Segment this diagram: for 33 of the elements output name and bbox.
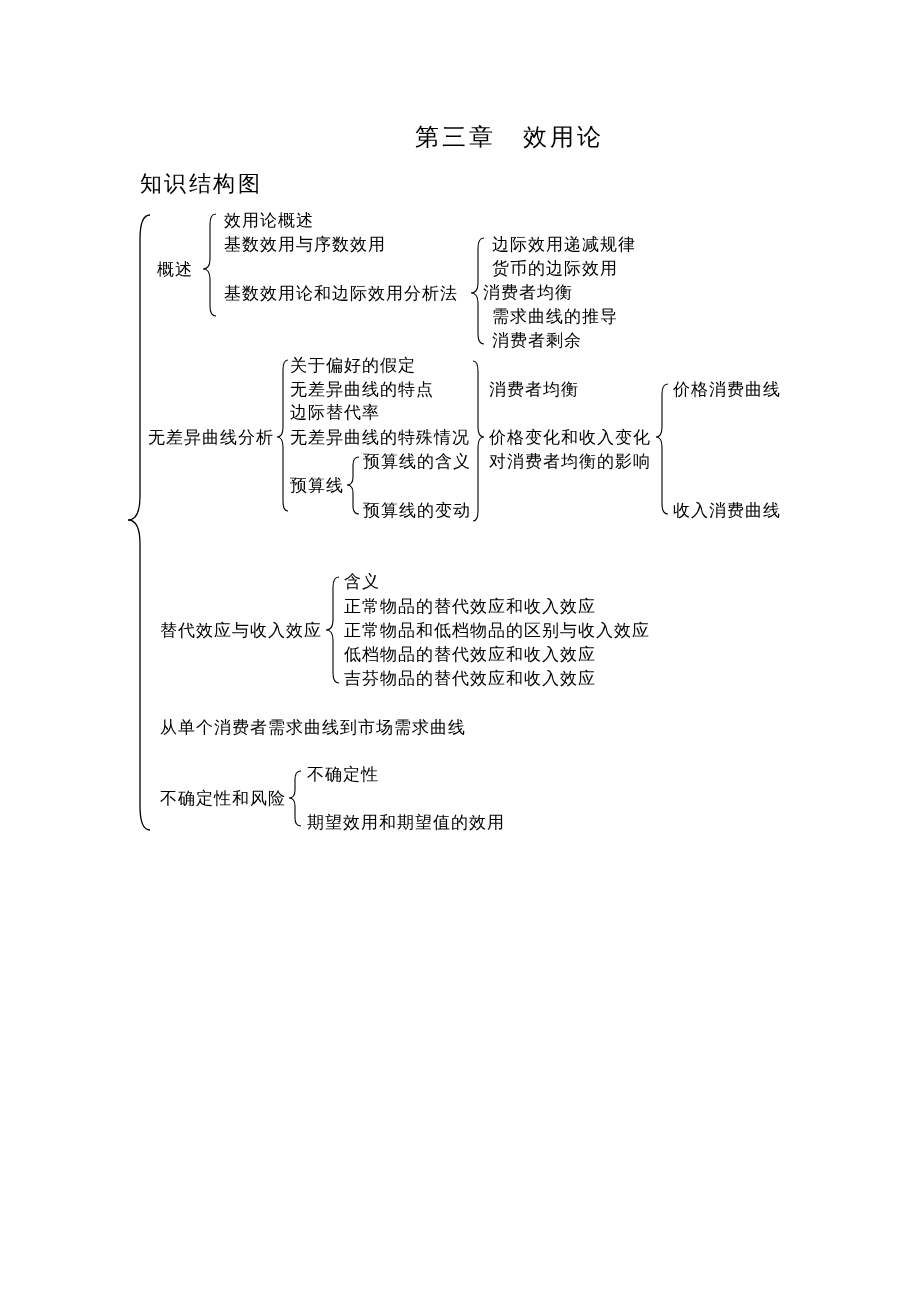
- subtopic-label: 期望效用和期望值的效用: [307, 812, 505, 832]
- subtopic-label: 正常物品的替代效应和收入效应: [344, 596, 596, 616]
- subtopic-label: 价格变化和收入变化对消费者均衡的影响: [489, 425, 654, 473]
- subtopic-label: 货币的边际效用: [492, 258, 618, 278]
- subtopic-label: 消费者均衡: [489, 379, 579, 399]
- page-title: 第三章 效用论: [415, 123, 604, 151]
- subtopic-label: 消费者均衡: [483, 282, 573, 302]
- subtopic-label: 价格消费曲线: [673, 379, 781, 399]
- subtopic-label: 关于偏好的假定: [290, 355, 416, 375]
- subtopic-label: 基数效用与序数效用: [224, 234, 386, 254]
- topic-label: 替代效应与收入效应: [160, 620, 322, 640]
- subtopic-label: 预算线: [290, 475, 344, 495]
- subtopic-label: 基数效用论和边际效用分析法: [224, 283, 458, 303]
- subtopic-label: 消费者剩余: [492, 330, 582, 350]
- topic-label: 无差异曲线分析: [148, 427, 274, 447]
- subtopic-label: 效用论概述: [224, 210, 314, 230]
- subtopic-label: 收入消费曲线: [673, 500, 781, 520]
- subtopic-label: 预算线的变动: [363, 500, 471, 520]
- subtopic-label: 吉芬物品的替代效应和收入效应: [344, 668, 596, 688]
- topic-label: 不确定性和风险: [160, 788, 286, 808]
- topic-label: 概述: [157, 259, 193, 279]
- subtopic-label: 预算线的含义: [363, 451, 471, 471]
- section-heading: 知识结构图: [140, 171, 262, 197]
- subtopic-label: 无差异曲线的特殊情况: [290, 427, 470, 447]
- subtopic-label: 边际效用递减规律: [492, 234, 636, 254]
- subtopic-label: 正常物品和低档物品的区别与收入效应: [344, 620, 650, 640]
- subtopic-label: 低档物品的替代效应和收入效应: [344, 644, 596, 664]
- subtopic-label: 无差异曲线的特点: [290, 379, 434, 399]
- subtopic-label: 边际替代率: [290, 402, 380, 422]
- subtopic-label: 不确定性: [307, 764, 379, 784]
- subtopic-label: 需求曲线的推导: [492, 306, 618, 326]
- subtopic-label: 含义: [344, 571, 380, 591]
- topic-label: 从单个消费者需求曲线到市场需求曲线: [160, 717, 466, 737]
